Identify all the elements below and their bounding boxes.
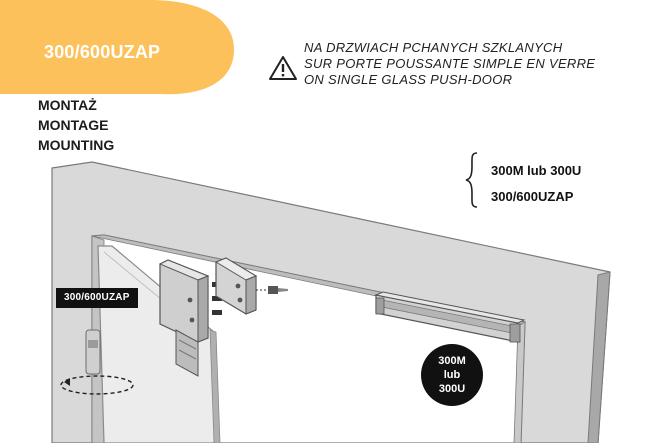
warning-line-fr: SUR PORTE POUSSANTE SIMPLE EN VERRE (304, 56, 596, 71)
model-list-item-magnet: 300M lub 300U (491, 163, 582, 178)
magnet-tag-line-2: lub (443, 369, 461, 381)
warning-triangle-icon (269, 56, 297, 80)
magnet-tag-line-1: 300M (438, 355, 466, 367)
frame-right-jamb (513, 321, 526, 443)
mounting-heading: MONTAŻ MONTAGE MOUNTING (38, 95, 114, 155)
electromagnet (374, 291, 526, 343)
model-list: 300M lub 300U 300/600UZAP (491, 158, 581, 210)
mounting-label-en: MOUNTING (38, 137, 115, 153)
magnet-tag: 300M lub 300U (421, 344, 483, 406)
glass-bracket (158, 259, 210, 377)
model-title: 300/600UZAP (44, 42, 161, 62)
door-pivot-hinge (85, 329, 101, 375)
frame-right-side (587, 271, 611, 443)
title-blob (0, 0, 235, 95)
magnet-tag-line-3: 300U (438, 383, 466, 395)
mounting-screw (268, 286, 288, 294)
mounting-label-pl: MONTAŻ (38, 97, 97, 113)
bracket-tag: 300/600UZAP (56, 288, 138, 308)
warning-line-en: ON SINGLE GLASS PUSH-DOOR (304, 72, 513, 87)
warning-line-pl: NA DRZWIACH PCHANYCH SZKLANYCH (304, 40, 563, 55)
armature-plate (214, 257, 258, 315)
model-list-item-bracket: 300/600UZAP (491, 189, 574, 204)
warning-text: NA DRZWIACH PCHANYCH SZKLANYCH SUR PORTE… (304, 40, 634, 88)
mounting-label-de: MONTAGE (38, 117, 109, 133)
brace-icon (465, 152, 478, 208)
rotation-arrow-icon (60, 375, 134, 395)
